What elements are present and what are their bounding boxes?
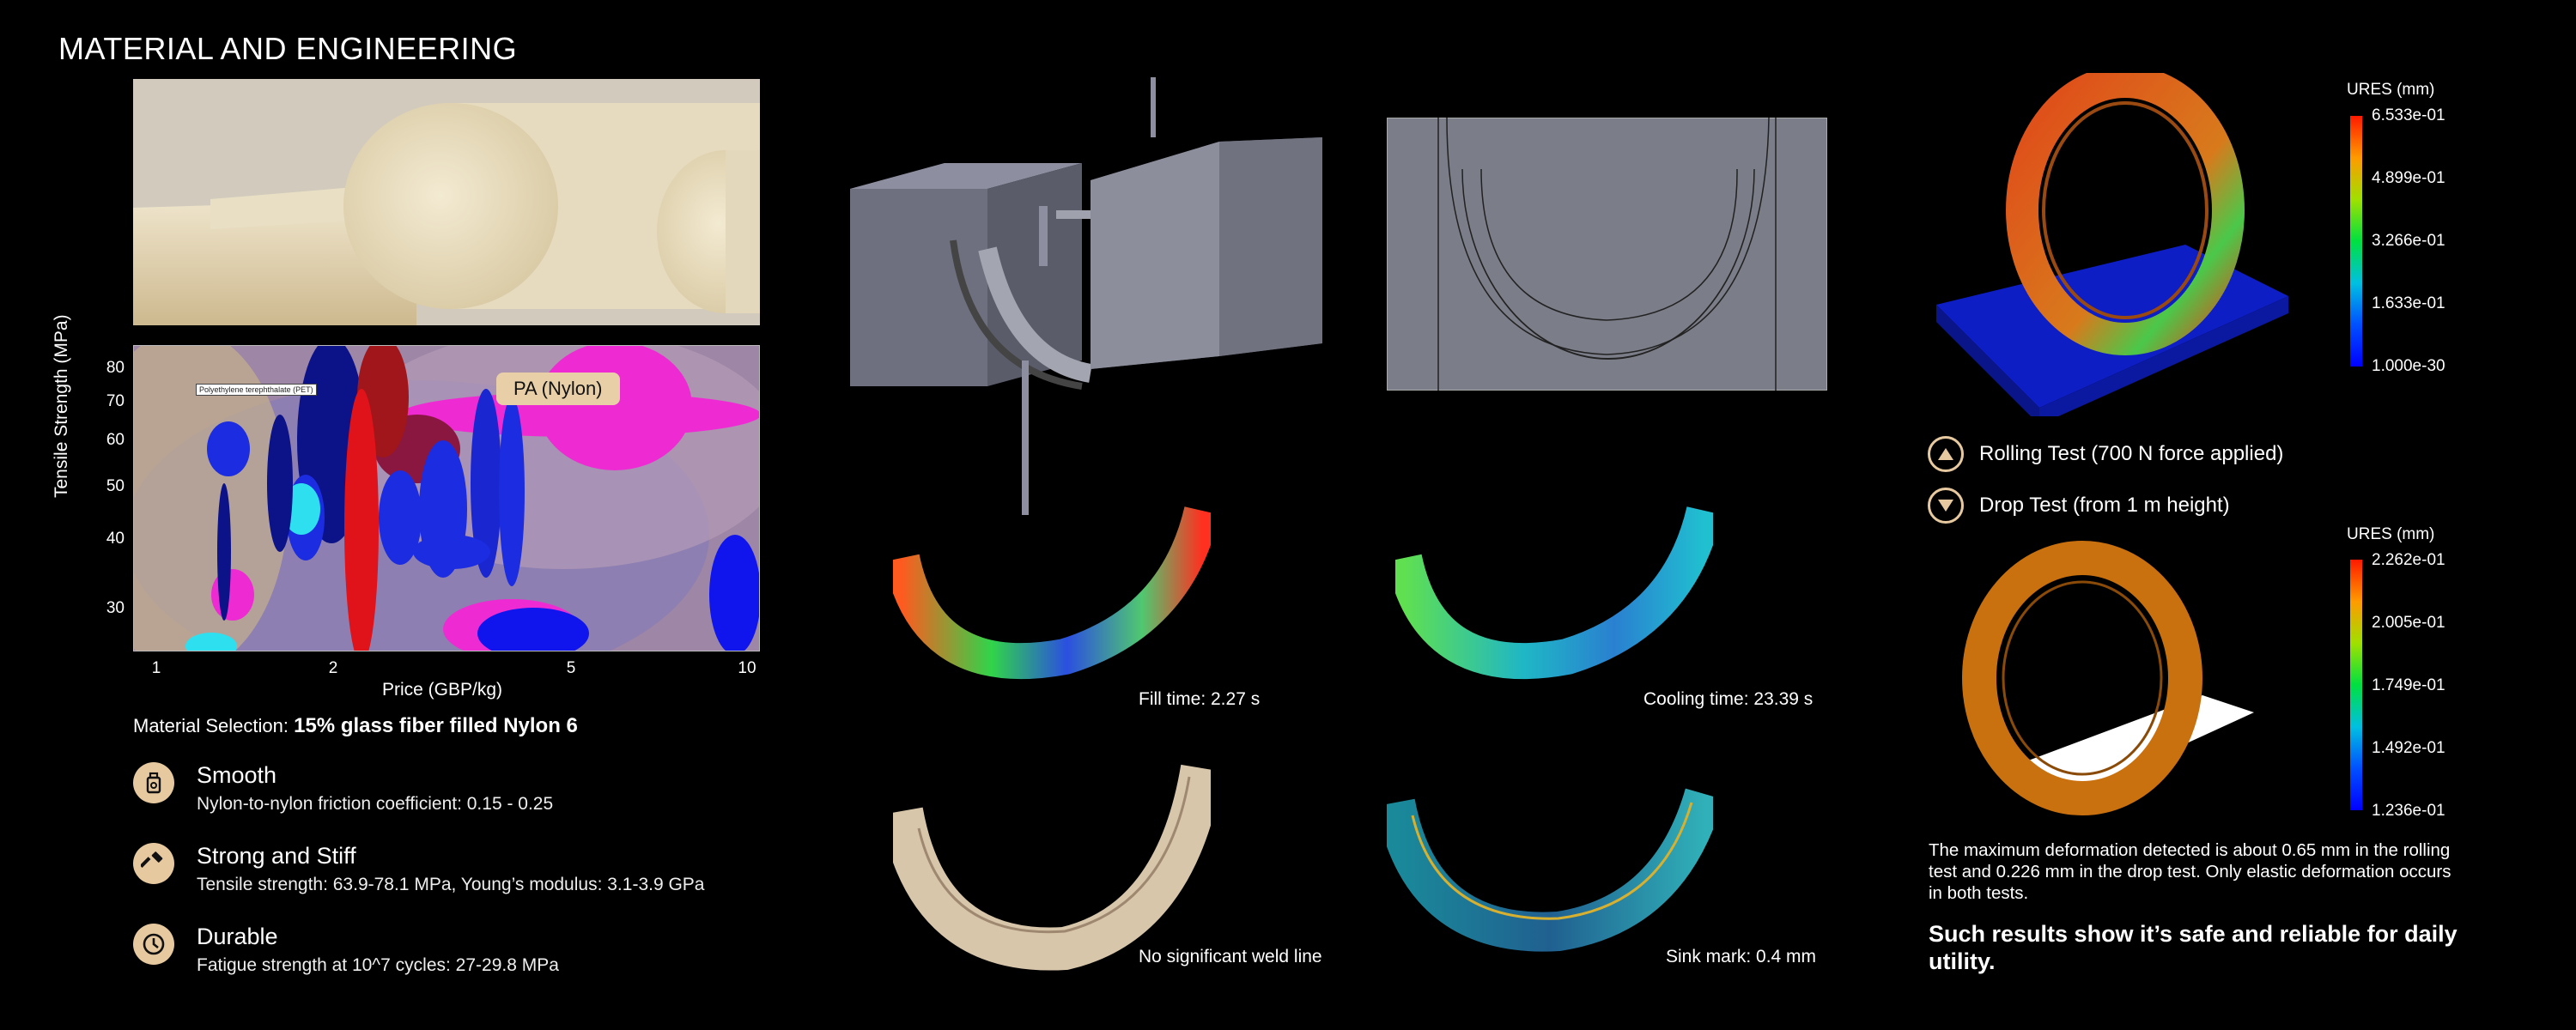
- rolling-colorbar: [2350, 116, 2362, 367]
- feature-desc: Nylon-to-nylon friction coefficient: 0.1…: [197, 794, 554, 814]
- drop-test-render: [1962, 541, 2254, 815]
- rolling-colorbar-tick: 1.000e-30: [2372, 357, 2445, 375]
- cooling-time-render: [1395, 506, 1713, 680]
- ashby-bubbles: [134, 346, 759, 651]
- ashby-x-tick: 5: [566, 659, 576, 677]
- ashby-y-tick: 50: [106, 477, 125, 495]
- feature-smooth: Smooth Nylon-to-nylon friction coefficie…: [133, 762, 553, 815]
- feature-title: Durable: [197, 924, 278, 949]
- rolling-test-item[interactable]: Rolling Test (700 N force applied): [1928, 436, 2283, 472]
- drop-colorbar-tick: 1.492e-01: [2372, 739, 2445, 757]
- pet-callout: Polyethylene terephthalate (PET): [196, 384, 317, 396]
- hammer-icon: [133, 843, 174, 884]
- drop-colorbar: [2350, 560, 2362, 810]
- fea-conclusion: Such results show it’s safe and reliable…: [1929, 921, 2458, 974]
- feature-desc: Fatigue strength at 10^7 cycles: 27-29.8…: [197, 955, 559, 975]
- rolling-colorbar-tick: 6.533e-01: [2372, 106, 2445, 124]
- ashby-x-axis-label: Price (GBP/kg): [382, 680, 503, 700]
- nylon-callout: PA (Nylon): [496, 373, 620, 405]
- rolling-test-label: Rolling Test (700 N force applied): [1979, 442, 2284, 465]
- rolling-colorbar-tick: 3.266e-01: [2372, 232, 2445, 250]
- mold-exploded-render: [850, 77, 1322, 515]
- feature-title: Strong and Stiff: [197, 843, 356, 869]
- material-selection: Material Selection: 15% glass fiber fill…: [133, 714, 578, 738]
- rolling-test-render: [1936, 73, 2288, 416]
- feature-strong: Strong and Stiff Tensile strength: 63.9-…: [133, 843, 705, 895]
- ashby-x-tick: 1: [151, 659, 161, 677]
- sink-mark-caption: Sink mark: 0.4 mm: [1666, 947, 1817, 966]
- chevron-down-icon: [1928, 488, 1964, 524]
- feature-durable: Durable Fatigue strength at 10^7 cycles:…: [133, 924, 559, 976]
- weld-line-render: [893, 764, 1211, 971]
- ashby-y-tick: 80: [106, 359, 125, 377]
- feature-desc: Tensile strength: 63.9-78.1 MPa, Young’s…: [197, 875, 705, 894]
- ashby-x-tick: 2: [328, 659, 338, 677]
- ashby-y-tick: 60: [106, 431, 125, 449]
- drop-colorbar-tick: 1.236e-01: [2372, 802, 2445, 820]
- nylon-rods-image: [133, 79, 760, 325]
- nylon-material-photo: [133, 79, 760, 325]
- drop-colorbar-tick: 1.749e-01: [2372, 676, 2445, 694]
- ashby-y-axis-label: Tensile Strength (MPa): [52, 314, 71, 498]
- fill-time-caption: Fill time: 2.27 s: [1139, 689, 1261, 709]
- ashby-x-tick: 10: [738, 659, 756, 677]
- ashby-material-chart: Polyethylene terephthalate (PET): [133, 345, 760, 651]
- mold-front-view: [1387, 118, 1827, 391]
- feature-title: Smooth: [197, 762, 277, 788]
- ashby-y-tick: 70: [106, 392, 125, 410]
- drop-colorbar-tick: 2.262e-01: [2372, 551, 2445, 569]
- chevron-up-icon: [1928, 436, 1964, 472]
- slip-bottle-icon: [133, 762, 174, 803]
- fea-summary: The maximum deformation detected is abou…: [1929, 840, 2451, 903]
- fill-time-render: [893, 506, 1211, 680]
- ashby-y-tick: 30: [106, 599, 125, 617]
- material-selection-value: 15% glass fiber filled Nylon 6: [294, 714, 578, 737]
- drop-test-item[interactable]: Drop Test (from 1 m height): [1928, 488, 2230, 524]
- ashby-y-tick: 40: [106, 530, 125, 548]
- cooling-time-caption: Cooling time: 23.39 s: [1643, 689, 1814, 709]
- drop-test-label: Drop Test (from 1 m height): [1979, 494, 2230, 517]
- clock-icon: [133, 924, 174, 965]
- drop-legend-title: URES (mm): [2347, 525, 2435, 543]
- page-title: MATERIAL AND ENGINEERING: [58, 31, 518, 66]
- sink-mark-render: [1387, 788, 1713, 952]
- material-selection-label: Material Selection:: [133, 715, 289, 736]
- rolling-colorbar-tick: 4.899e-01: [2372, 169, 2445, 187]
- rolling-legend-title: URES (mm): [2347, 81, 2435, 99]
- drop-colorbar-tick: 2.005e-01: [2372, 614, 2445, 632]
- weld-line-caption: No significant weld line: [1139, 947, 1322, 966]
- rolling-colorbar-tick: 1.633e-01: [2372, 294, 2445, 312]
